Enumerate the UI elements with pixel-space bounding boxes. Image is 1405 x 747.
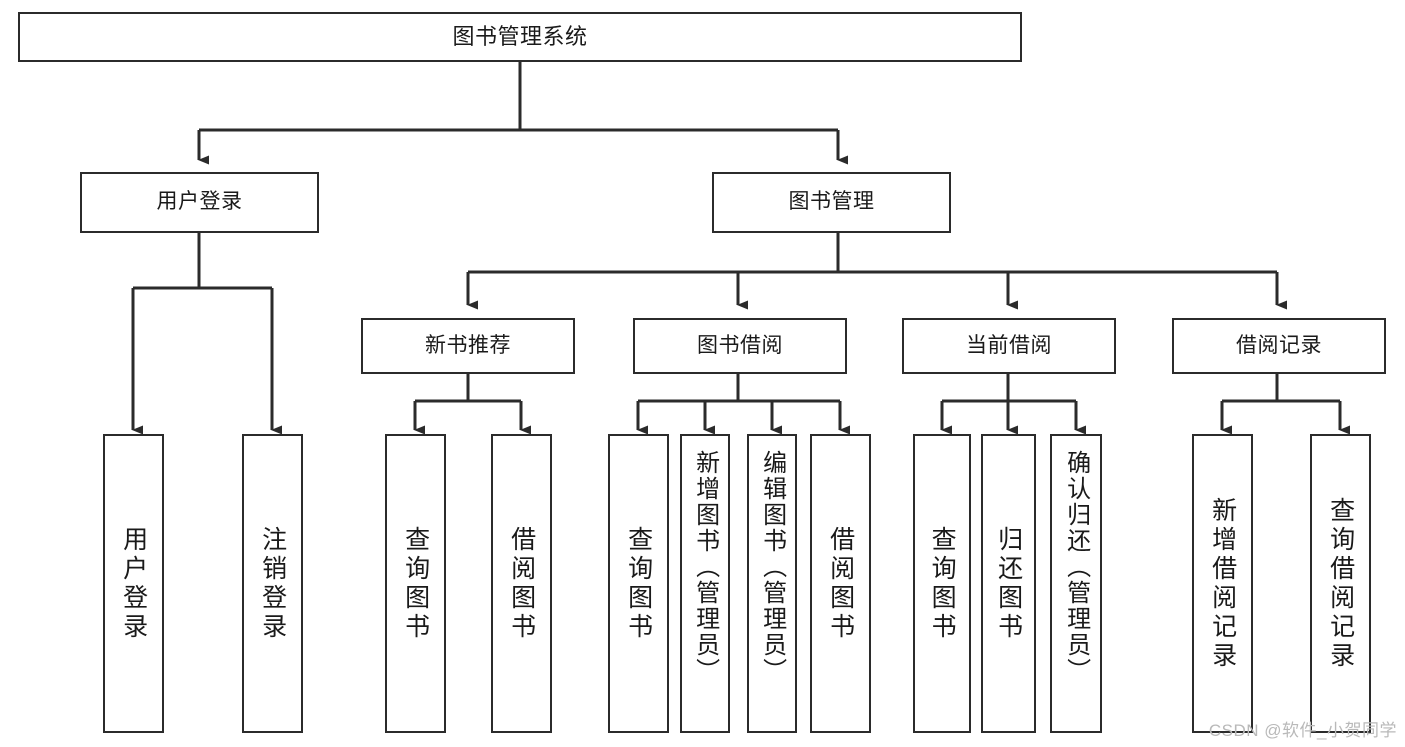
leaf-query-book-current[interactable]: 查询图书 (913, 434, 971, 733)
node-label: 查询图书 (928, 525, 957, 642)
node-label: 新增借阅记录 (1208, 496, 1237, 671)
node-label: 查询借阅记录 (1326, 496, 1355, 671)
node-label: 用户登录 (119, 525, 148, 642)
node-root-book-management-system[interactable]: 图书管理系统 (18, 12, 1022, 62)
node-label: 新书推荐 (425, 333, 511, 357)
leaf-query-book-recommend[interactable]: 查询图书 (385, 434, 446, 733)
node-label: 图书借阅 (697, 333, 783, 357)
node-label: 用户登录 (156, 190, 243, 214)
node-label: 查询图书 (401, 525, 430, 642)
node-label: 注销登录 (258, 525, 287, 642)
node-label: 当前借阅 (966, 333, 1052, 357)
node-user-login[interactable]: 用户登录 (80, 172, 319, 233)
node-label: 查询图书 (624, 525, 653, 642)
node-book-manage[interactable]: 图书管理 (712, 172, 951, 233)
leaf-confirm-return-admin[interactable]: 确认归还（管理员） (1050, 434, 1102, 733)
leaf-add-borrow-record[interactable]: 新增借阅记录 (1192, 434, 1253, 733)
node-label: 归还图书 (994, 525, 1023, 642)
leaf-query-borrow-record[interactable]: 查询借阅记录 (1310, 434, 1371, 733)
leaf-return-book[interactable]: 归还图书 (981, 434, 1036, 733)
csdn-watermark: CSDN @软件_小贺同学 (1208, 721, 1397, 740)
node-label: 图书管理 (788, 190, 875, 214)
leaf-query-book-borrow[interactable]: 查询图书 (608, 434, 669, 733)
node-label: 确认归还（管理员） (1062, 450, 1090, 684)
node-label: 图书管理系统 (452, 24, 588, 50)
node-label: 借阅记录 (1236, 333, 1322, 357)
node-book-borrow[interactable]: 图书借阅 (633, 318, 847, 374)
node-label: 新增图书（管理员） (691, 450, 719, 684)
node-borrow-record[interactable]: 借阅记录 (1172, 318, 1386, 374)
leaf-user-login[interactable]: 用户登录 (103, 434, 164, 733)
node-current-borrow[interactable]: 当前借阅 (902, 318, 1116, 374)
leaf-borrow-book[interactable]: 借阅图书 (810, 434, 871, 733)
node-new-book-recommend[interactable]: 新书推荐 (361, 318, 575, 374)
leaf-borrow-book-recommend[interactable]: 借阅图书 (491, 434, 552, 733)
leaf-add-book-admin[interactable]: 新增图书（管理员） (680, 434, 730, 733)
node-label: 编辑图书（管理员） (758, 450, 786, 684)
leaf-logout[interactable]: 注销登录 (242, 434, 303, 733)
node-label: 借阅图书 (507, 525, 536, 642)
leaf-edit-book-admin[interactable]: 编辑图书（管理员） (747, 434, 797, 733)
node-label: 借阅图书 (826, 525, 855, 642)
